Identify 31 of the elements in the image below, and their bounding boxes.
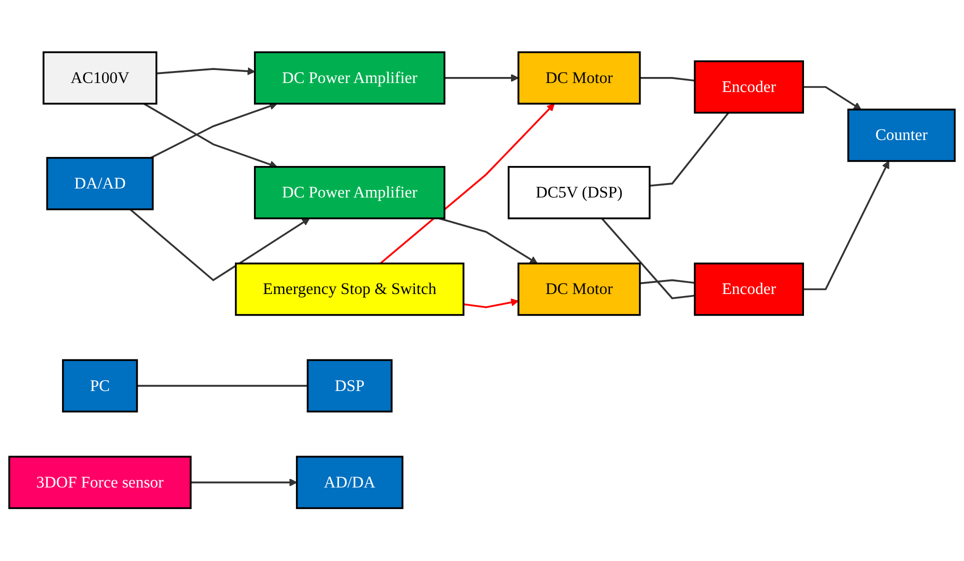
connector xyxy=(601,218,695,300)
arrow xyxy=(130,208,310,282)
node-box: DA/AD xyxy=(46,157,154,211)
connector xyxy=(650,112,730,187)
arrow xyxy=(444,74,519,82)
arrow xyxy=(380,104,555,264)
connector xyxy=(640,77,695,82)
arrow xyxy=(463,298,519,308)
node-box: 3DOF Force sensor xyxy=(8,456,192,510)
node-box: DC5V (DSP) xyxy=(508,166,651,220)
node-box: DC Motor xyxy=(518,52,641,105)
node-box: AD/DA xyxy=(296,456,404,510)
arrow xyxy=(803,86,862,110)
arrow xyxy=(803,160,890,290)
node-box: AC100V xyxy=(42,52,158,105)
node-box: DC Motor xyxy=(518,262,641,316)
node-box: Encoder xyxy=(694,262,804,316)
arrow xyxy=(150,102,278,159)
node-box: Counter xyxy=(847,108,956,162)
node-box: DC Power Amplifier xyxy=(254,52,446,105)
node-box: DSP xyxy=(306,360,393,413)
arrow xyxy=(156,68,256,76)
arrow xyxy=(143,103,278,169)
arrow xyxy=(190,478,298,487)
node-box: Emergency Stop & Switch xyxy=(234,262,464,316)
connector xyxy=(640,280,695,285)
node-box: DC Power Amplifier xyxy=(254,166,446,220)
connector xyxy=(137,385,308,388)
node-box: Encoder xyxy=(694,60,804,114)
arrow xyxy=(438,218,538,264)
node-box: PC xyxy=(62,360,138,413)
